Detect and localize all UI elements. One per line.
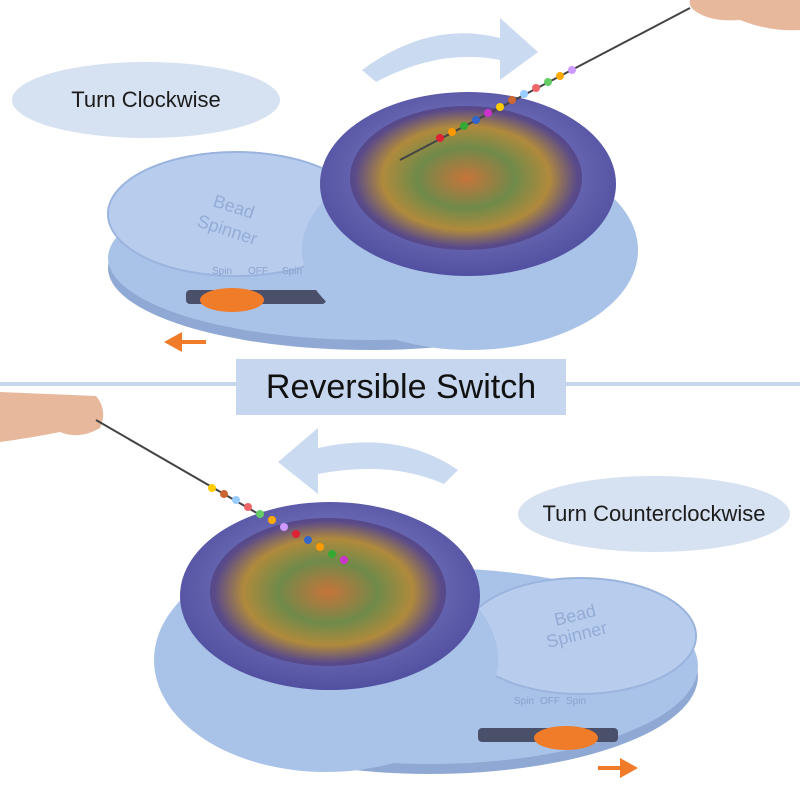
reversible-switch-banner: Reversible Switch — [236, 359, 566, 415]
left-direction-arrow — [164, 332, 206, 352]
clockwise-curved-arrow — [362, 18, 538, 82]
counterclockwise-label: Turn Counterclockwise — [518, 476, 790, 552]
switch-mark-bottom-2: OFF — [540, 696, 560, 707]
bowl-beads-bottom — [210, 518, 446, 666]
clockwise-label: Turn Clockwise — [12, 62, 280, 138]
hand-left — [0, 392, 104, 442]
switch-mark-bottom-3: Spin — [566, 696, 586, 707]
switch-knob — [200, 288, 264, 312]
counterclockwise-curved-arrow — [278, 428, 458, 494]
banner-text: Reversible Switch — [265, 367, 537, 406]
counterclockwise-label-text: Turn Counterclockwise — [542, 501, 766, 526]
strung-beads-bottom — [208, 484, 348, 564]
switch-mark-2: OFF — [248, 266, 268, 277]
bowl-beads — [350, 106, 582, 250]
switch-mark-3: Spin — [282, 266, 302, 277]
switch-knob-bottom — [534, 726, 598, 750]
switch-mark-1: Spin — [212, 266, 232, 277]
switch-mark-bottom-1: Spin — [514, 696, 534, 707]
hand-top-right — [689, 0, 800, 31]
right-direction-arrow — [598, 758, 638, 778]
strung-beads — [436, 66, 576, 142]
clockwise-label-text: Turn Clockwise — [71, 87, 221, 112]
